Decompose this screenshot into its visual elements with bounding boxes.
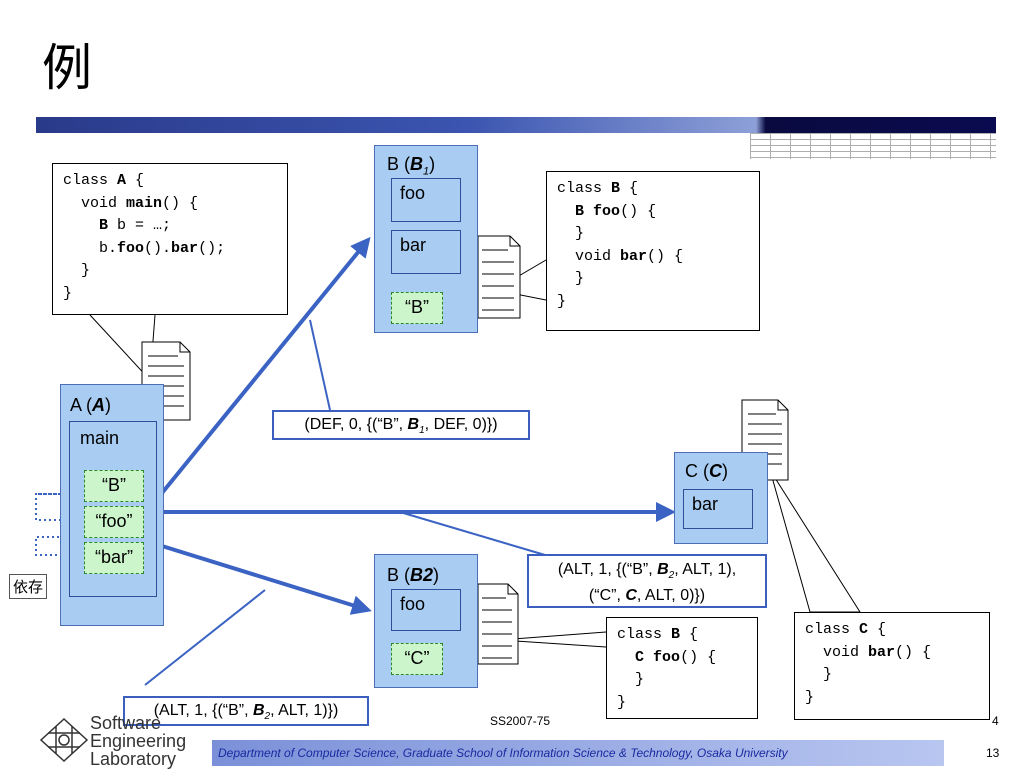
module-b1-title: B (B1) [387, 154, 436, 178]
code-callout-b2: class B { C foo() { } } [606, 617, 758, 719]
module-c-title: C (C) [685, 461, 728, 481]
grid-decoration [750, 133, 996, 159]
string-c: “C” [391, 643, 443, 675]
footer-bar [212, 740, 944, 766]
connector-def [309, 319, 331, 411]
method-foo: foo [391, 178, 461, 222]
logo-line-3: Laboratory [90, 749, 177, 769]
connector-alt1 [144, 589, 266, 686]
title-bar [36, 117, 996, 133]
string-bar: “bar” [84, 542, 144, 574]
method-main-label: main [80, 428, 120, 448]
dependency-label: 依存 [9, 574, 48, 599]
method-bar: bar [683, 489, 753, 529]
module-c: C (C) bar [674, 452, 768, 544]
arrow-to-b1 [160, 236, 371, 495]
dep-arrow-1 [35, 493, 82, 521]
label-def: (DEF, 0, {(“B”, B1, DEF, 0)}) [272, 410, 530, 440]
string-b: “B” [391, 292, 443, 324]
arrow-to-b2 [161, 544, 372, 615]
logo-line-2: Engineering [90, 731, 187, 751]
code-callout-a: class A { void main() { B b = …; b.foo()… [52, 163, 288, 315]
label-alt-b2-c: (ALT, 1, {(“B”, B2, ALT, 1), (“C”, C, AL… [527, 554, 767, 608]
string-foo: “foo” [84, 506, 144, 538]
hidden-page-number: 4 [992, 714, 999, 728]
logo-line-1: Software [90, 713, 162, 733]
footer-department: Department of Computer Science, Graduate… [218, 746, 788, 760]
method-foo: foo [391, 589, 461, 631]
string-b: “B” [84, 470, 144, 502]
method-main: main “B” “foo” “bar” [69, 421, 157, 597]
callout-tail-c [769, 469, 861, 613]
connector-alt2 [399, 511, 546, 556]
module-b1: B (B1) foo bar “B” [374, 145, 478, 333]
module-a-title: A (A) [70, 395, 112, 415]
document-icon-b1 [477, 235, 521, 319]
dep-arrow-2 [35, 531, 82, 556]
module-b2-title: B (B2) [387, 565, 440, 585]
page-title: 例 [42, 39, 92, 97]
module-a: A (A) main “B” “foo” “bar” [60, 384, 164, 626]
code-callout-b1: class B { B foo() { } void bar() { } } [546, 171, 760, 331]
code-callout-c: class C { void bar() { } } [794, 612, 990, 720]
conference-id: SS2007-75 [490, 714, 551, 728]
method-bar: bar [391, 230, 461, 274]
module-b2: B (B2) foo “C” [374, 554, 478, 688]
document-icon-b2 [477, 583, 519, 665]
slide-number: 13 [986, 746, 1000, 760]
lab-logo-icon [39, 717, 89, 763]
label-alt-b2: (ALT, 1, {(“B”, B2, ALT, 1)}) [123, 696, 369, 726]
